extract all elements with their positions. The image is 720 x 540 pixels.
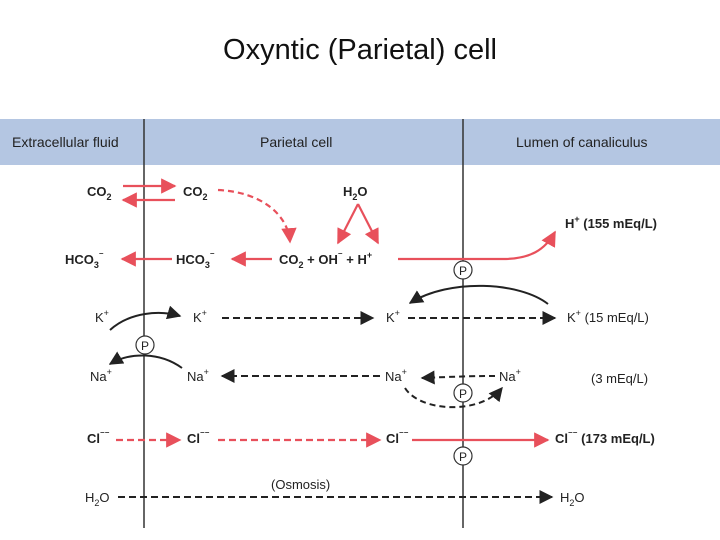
- header-lumen: Lumen of canaliculus: [516, 134, 648, 150]
- h-k-pump-label: P: [459, 264, 467, 278]
- na-pump-apical-icon: [453, 383, 473, 403]
- cl-channel-label: P: [459, 450, 467, 464]
- label-co2-cell: CO2: [183, 184, 208, 202]
- label-na-cell: Na+: [187, 367, 209, 384]
- label-cl-cell-apical: Cl⁻⁻: [386, 429, 409, 446]
- label-cl-cell: Cl⁻⁻: [187, 429, 210, 446]
- na-k-pump-label: P: [141, 339, 149, 353]
- header-extracellular: Extracellular fluid: [12, 134, 119, 150]
- arrow-h2o-to-oh: [337, 203, 359, 245]
- label-h2o-lumen: H2O: [560, 490, 585, 508]
- label-k-cell-apical: K+: [386, 308, 400, 325]
- header-band: [0, 119, 720, 165]
- label-cl-lumen: Cl⁻⁻ (173 mEq/L): [555, 429, 655, 446]
- label-na-lumen: Na+: [499, 367, 521, 384]
- label-osmosis: (Osmosis): [271, 477, 330, 492]
- label-co2-oh-h: CO2 + OH⁻ + H+: [279, 250, 372, 270]
- label-hco3-extracellular: HCO3⁻: [65, 250, 104, 270]
- arrow-co2-to-carbonic: [217, 188, 297, 244]
- label-cl-extracellular: Cl⁻⁻: [87, 429, 110, 446]
- arrow-k-reabsorbed: [408, 284, 549, 305]
- label-h-lumen: H+ (155 mEq/L): [565, 214, 657, 231]
- arrow-k-uptake: [109, 305, 182, 331]
- arrow-na-secretion: [404, 386, 503, 409]
- arrow-h2o-to-h: [357, 203, 379, 245]
- label-h2o-extracellular: H2O: [85, 490, 110, 508]
- na-k-pump-icon: [135, 335, 155, 355]
- arrow-h-secretion: [398, 230, 556, 261]
- cl-channel-icon: [453, 446, 473, 466]
- label-hco3-cell: HCO3⁻: [176, 250, 215, 270]
- label-na-cell-apical: Na+: [385, 367, 407, 384]
- label-k-extracellular: K+: [95, 308, 109, 325]
- arrow-na-absorb: [420, 370, 496, 385]
- na-pump-apical-label: P: [459, 387, 467, 401]
- slide-title: Oxyntic (Parietal) cell: [223, 34, 497, 66]
- label-k-lumen: K+ (15 mEq/L): [567, 308, 649, 325]
- arrow-na-extrusion: [108, 351, 183, 369]
- h-k-pump-icon: [453, 260, 473, 280]
- label-co2-extracellular: CO2: [87, 184, 112, 202]
- label-k-cell: K+: [193, 308, 207, 325]
- header-parietal-cell: Parietal cell: [260, 134, 332, 150]
- label-na-concentration: (3 mEq/L): [591, 371, 648, 386]
- label-h2o-cell: H2O: [343, 184, 368, 202]
- label-na-extracellular: Na+: [90, 367, 112, 384]
